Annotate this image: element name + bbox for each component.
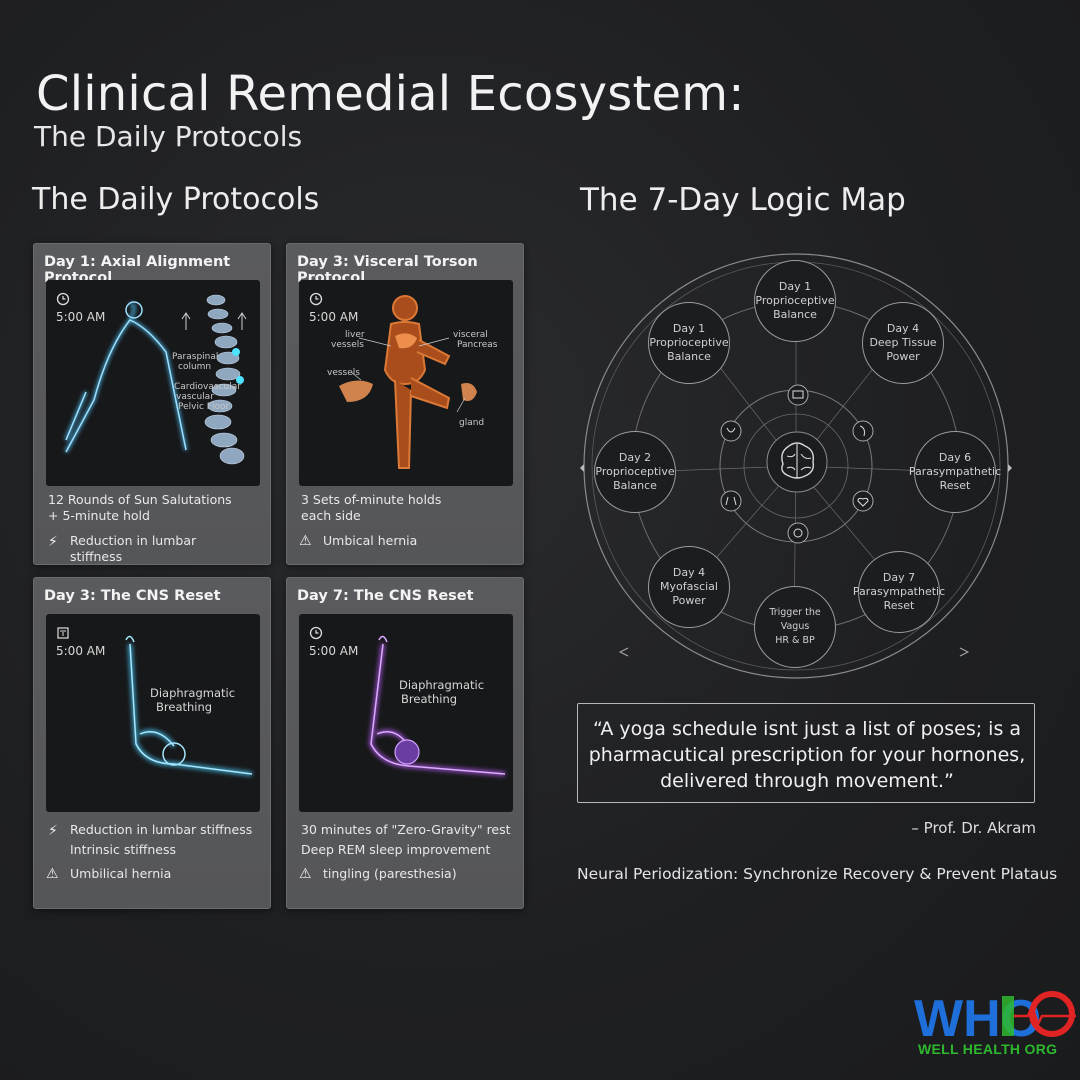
benefit-line: Intrinsic stiffness bbox=[70, 842, 177, 857]
time-label: 5:00 AM bbox=[309, 310, 359, 324]
benefit-line: Reduction in lumbar stiffness bbox=[70, 822, 253, 837]
figure-label: gland bbox=[459, 418, 485, 428]
who-logo: WHO bbox=[914, 990, 1076, 1048]
protocol-card-day7[interactable]: Day 7: The CNS Reset 5:00 AM Diaphragmat… bbox=[286, 577, 524, 909]
lightning-icon: ⚡ bbox=[48, 823, 58, 839]
figure-label: vessels bbox=[327, 368, 360, 378]
figure-label: vessels bbox=[331, 340, 364, 350]
card-title: Day 3: The CNS Reset bbox=[44, 588, 221, 604]
warning-line: Umbilical hernia bbox=[70, 866, 172, 881]
logo-subtext: WELL HEALTH ORG bbox=[918, 1041, 1058, 1057]
quote-box: “A yoga schedule isnt just a list of pos… bbox=[577, 703, 1035, 803]
brain-icon bbox=[766, 431, 828, 493]
figure-label: liver bbox=[345, 330, 365, 340]
protocol-card-day3-visceral[interactable]: Day 3: Visceral Torson Protocol 5:00 AM … bbox=[286, 243, 524, 565]
card-title: Day 7: The CNS Reset bbox=[297, 588, 474, 604]
protocol-card-day3-cns[interactable]: Day 3: The CNS Reset 5:00 AM Diaphragmat… bbox=[33, 577, 271, 909]
svg-text:WHO: WHO bbox=[914, 990, 1041, 1048]
protocol-line: 30 minutes of "Zero-Gravity" rest bbox=[301, 822, 511, 837]
warning-line: tingling (paresthesia) bbox=[323, 866, 457, 881]
figure-shoulder-stand bbox=[368, 635, 506, 776]
warning-icon: ⚠ bbox=[299, 533, 312, 549]
figure-label: Cardiovascular bbox=[174, 382, 241, 392]
figure-label: column bbox=[178, 362, 212, 372]
gut-icon bbox=[787, 522, 809, 548]
main-title: Clinical Remedial Ecosystem: bbox=[36, 66, 745, 122]
warning-line: Umbical hernia bbox=[323, 533, 418, 548]
figure-forward-fold bbox=[64, 294, 247, 465]
heart-icon bbox=[852, 490, 874, 516]
figure-label: Diaphragmatic bbox=[150, 686, 236, 700]
footer-tagline: Neural Periodization: Synchronize Recove… bbox=[577, 865, 1058, 883]
monitor-icon bbox=[787, 384, 809, 410]
card-illustration: 5:00 AM Diaphragmatic Breathing bbox=[46, 614, 260, 812]
lightning-icon: ⚡ bbox=[48, 534, 58, 550]
benefit-line: Reduction in lumbar bbox=[70, 533, 197, 548]
warning-icon: ⚠ bbox=[46, 866, 59, 882]
time-label: 5:00 AM bbox=[56, 310, 106, 324]
figure-label: Breathing bbox=[156, 700, 213, 714]
protocol-line: 12 Rounds of Sun Salutations bbox=[48, 492, 232, 507]
time-label: 5:00 AM bbox=[56, 644, 106, 658]
figure-shoulder-stand bbox=[125, 635, 253, 776]
figure-label: vascular bbox=[176, 392, 214, 402]
lungs-icon bbox=[720, 490, 742, 516]
figure-label: visceral bbox=[453, 330, 488, 340]
daily-protocols-heading: The Daily Protocols bbox=[32, 182, 320, 217]
quote-author: – Prof. Dr. Akram bbox=[911, 819, 1036, 837]
protocol-line: each side bbox=[301, 508, 361, 523]
figure-label: Diaphragmatic bbox=[399, 678, 485, 692]
logic-map-heading: The 7-Day Logic Map bbox=[580, 182, 906, 218]
protocol-card-day1[interactable]: Day 1: Axial Alignment Protocol 5: bbox=[33, 243, 271, 565]
figure-label: Pelvic Floor bbox=[178, 402, 230, 412]
protocol-line: 3 Sets of-minute holds bbox=[301, 492, 442, 507]
kidney-icon bbox=[852, 420, 874, 446]
card-illustration: 5:00 AM liver vessels vessels visceral P… bbox=[299, 280, 513, 486]
protocol-line: + 5-minute hold bbox=[48, 508, 150, 523]
warning-icon: ⚠ bbox=[299, 866, 312, 882]
figure-twist-pose bbox=[339, 295, 477, 469]
main-subtitle: The Daily Protocols bbox=[34, 120, 303, 153]
quote-text: “A yoga schedule isnt just a list of pos… bbox=[588, 718, 1026, 792]
stomach-icon bbox=[720, 420, 742, 446]
card-illustration: 5:00 AM Paraspinal column Cardiovascular… bbox=[46, 280, 260, 486]
figure-label: Pancreas bbox=[457, 340, 498, 350]
protocol-line: Deep REM sleep improvement bbox=[301, 842, 491, 857]
figure-label: Breathing bbox=[401, 692, 458, 706]
figure-label: Paraspinal bbox=[172, 352, 219, 362]
time-label: 5:00 AM bbox=[309, 644, 359, 658]
card-illustration: 5:00 AM Diaphragmatic Breathing bbox=[299, 614, 513, 812]
benefit-line: stiffness bbox=[70, 549, 123, 564]
